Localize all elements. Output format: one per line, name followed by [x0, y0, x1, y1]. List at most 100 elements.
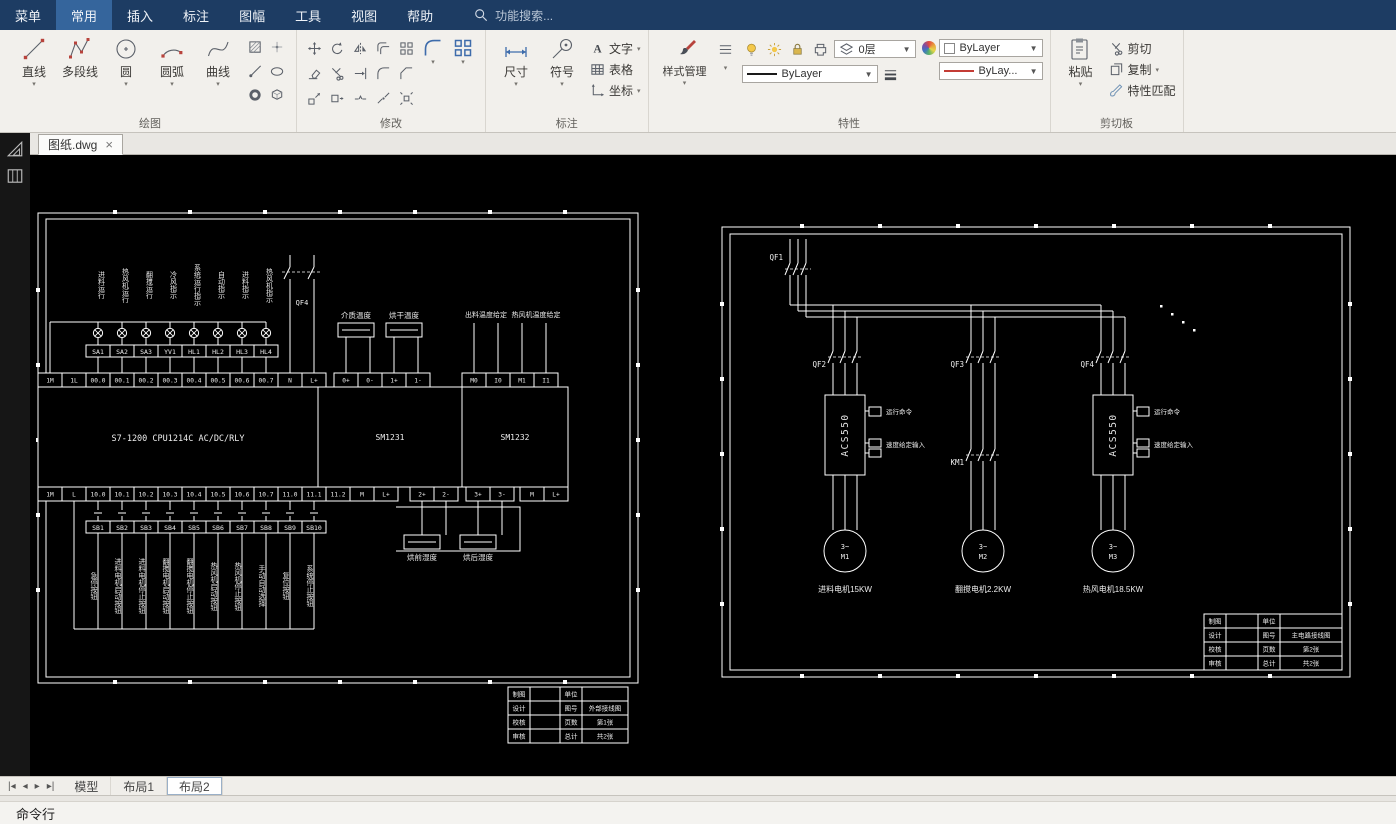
button-label: SB3	[140, 524, 152, 532]
ellipse-icon[interactable]	[267, 61, 287, 81]
menu-tab-view[interactable]: 视图	[351, 8, 378, 24]
breaker-label: QF4	[1080, 360, 1094, 369]
circle-label: 圆	[119, 65, 132, 79]
break-icon[interactable]	[350, 88, 370, 108]
tab-layout1[interactable]: 布局1	[111, 777, 168, 795]
terminal-label: 3-	[498, 492, 505, 499]
dimension-button[interactable]: 尺寸 ▾	[493, 33, 539, 88]
sheet-set-icon[interactable]	[6, 167, 24, 185]
terminal-label: 1M	[46, 378, 54, 385]
table-button[interactable]: 表格	[590, 61, 641, 78]
tab-model[interactable]: 模型	[62, 777, 112, 795]
terminal-label: 10.6	[235, 492, 250, 499]
button-vertical-label: 热风机停止按钮	[234, 561, 241, 611]
menu-tab-tools[interactable]: 工具	[295, 8, 322, 24]
explode-icon[interactable]	[396, 88, 416, 108]
rotate-icon[interactable]	[327, 38, 347, 58]
array-flyout-button[interactable]: ▾	[448, 33, 478, 66]
join-icon[interactable]	[373, 88, 393, 108]
menu-tab-insert[interactable]: 插入	[127, 8, 154, 24]
extend-icon[interactable]	[350, 63, 370, 83]
polyline-label: 多段线	[61, 65, 98, 79]
move-icon[interactable]	[304, 38, 324, 58]
lineweight-display-icon[interactable]	[881, 64, 901, 84]
io-vertical-label: 热风机运行	[121, 267, 129, 303]
button-vertical-label: 手动自动选择	[258, 565, 265, 607]
block-icon[interactable]	[267, 85, 287, 105]
cut-button[interactable]: 剪切	[1109, 40, 1176, 57]
layer-lock-icon[interactable]	[788, 39, 808, 59]
trim-icon[interactable]	[327, 63, 347, 83]
tab-layout2[interactable]: 布局2	[167, 777, 223, 795]
module-label: SM1232	[501, 433, 530, 442]
copy-button[interactable]: 复制 ▾	[1109, 61, 1176, 78]
array-icon[interactable]	[396, 38, 416, 58]
chamfer-icon[interactable]	[396, 63, 416, 83]
color-select[interactable]: ByLayer ▼	[938, 39, 1043, 57]
document-tab[interactable]: 图纸.dwg ×	[38, 134, 123, 155]
linetype-select[interactable]: ByLayer ▼	[741, 65, 878, 83]
match-properties-button[interactable]: 特性匹配	[1109, 82, 1176, 99]
drawing-canvas[interactable]: 1M 1L 00.0 00.1 00.2 00.3 00.4 00.5 00.6…	[30, 155, 1396, 776]
point-icon[interactable]	[267, 37, 287, 57]
stretch-icon[interactable]	[327, 88, 347, 108]
layout-nav-prev[interactable]: ◂	[22, 780, 28, 792]
layout-nav-first[interactable]: |◂	[8, 780, 16, 792]
scale-icon[interactable]	[304, 88, 324, 108]
chevron-down-icon: ▾	[723, 65, 728, 72]
copy-icon	[1110, 63, 1122, 76]
menu-tab-menu[interactable]: 菜单	[15, 8, 42, 24]
function-search[interactable]: 功能搜索...	[474, 0, 553, 30]
style-list-icon[interactable]	[716, 39, 736, 59]
circle-icon	[116, 39, 136, 59]
arc-icon	[161, 49, 183, 58]
donut-icon[interactable]	[245, 85, 265, 105]
layout-nav-next[interactable]: ▸	[34, 780, 40, 792]
chevron-down-icon: ▼	[1029, 43, 1038, 53]
button-vertical-label: 复位按钮	[282, 572, 289, 600]
symbol-button[interactable]: 符号 ▾	[539, 33, 585, 88]
paste-button[interactable]: 粘贴 ▾	[1058, 33, 1104, 88]
command-line-grip[interactable]	[0, 796, 1396, 802]
menu-tab-home[interactable]: 常用	[56, 0, 113, 30]
titleblock-cell: 审核	[1209, 659, 1223, 668]
close-icon[interactable]: ×	[105, 137, 113, 152]
layer-plot-printer-icon[interactable]	[811, 39, 831, 59]
terminal-label: I0	[494, 378, 502, 385]
fillet-flyout-button[interactable]: ▾	[418, 33, 448, 66]
draft-tools-icon[interactable]	[6, 140, 24, 158]
fillet-icon[interactable]	[373, 63, 393, 83]
line-button[interactable]: 直线 ▾	[11, 33, 57, 88]
polyline-button[interactable]: 多段线	[57, 33, 103, 88]
hatch-icon[interactable]	[245, 37, 265, 57]
style-manager-button[interactable]: 样式管理 ▾	[656, 33, 714, 87]
cut-icon	[1111, 42, 1122, 56]
lineweight-select[interactable]: ByLay... ▼	[938, 62, 1043, 80]
menu-tab-sheet[interactable]: 图幅	[239, 8, 266, 24]
line-icon	[23, 38, 45, 60]
text-button[interactable]: A 文字 ▾	[590, 40, 640, 57]
erase-icon[interactable]	[304, 63, 324, 83]
spline-button[interactable]: 曲线 ▾	[195, 33, 241, 88]
menu-tab-help[interactable]: 帮助	[407, 8, 434, 24]
layer-on-bulb-icon[interactable]	[742, 39, 762, 59]
terminal-label: 2-	[442, 492, 449, 499]
offset-icon[interactable]	[373, 38, 393, 58]
coordinate-button[interactable]: 坐标 ▾	[590, 82, 641, 99]
chevron-down-icon: ▾	[682, 80, 687, 87]
arc-button[interactable]: 圆弧 ▾	[149, 33, 195, 88]
circle-button[interactable]: 圆 ▾	[103, 33, 149, 88]
layer-freeze-sun-icon[interactable]	[765, 39, 785, 59]
terminal-label: 00.5	[211, 378, 226, 385]
ray-icon[interactable]	[245, 61, 265, 81]
color-palette-icon[interactable]	[921, 41, 936, 55]
titleblock-cell: 校核	[1209, 645, 1223, 654]
command-line-input[interactable]: 命令行	[0, 802, 1396, 824]
terminal-label: 10.1	[115, 492, 130, 499]
chevron-down-icon: ▾	[1155, 66, 1160, 74]
mirror-icon[interactable]	[350, 38, 370, 58]
titleblock-cell: 第1张	[597, 718, 614, 727]
menu-tab-annotate[interactable]: 标注	[183, 8, 210, 24]
layout-nav-last[interactable]: ▸|	[46, 780, 55, 792]
layer-select[interactable]: 0层 ▼	[833, 40, 916, 58]
